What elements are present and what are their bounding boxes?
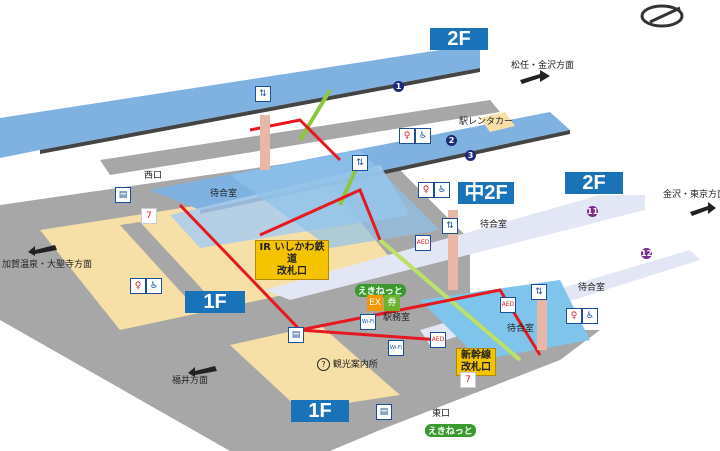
convenience-store-icon: 7 [141, 208, 157, 224]
platform-number: 1 [393, 81, 404, 92]
shinkansen-gate: 新幹線改札口 [456, 348, 496, 376]
tourist-info-label: ? 観光案内所 [317, 357, 378, 371]
direction-matto-kanazawa: 松任・金沢方面 [511, 61, 575, 71]
station-office-label: 駅務室 [383, 313, 411, 323]
waiting-room-label: 待合室 [210, 189, 238, 199]
gate-line: 新幹線 [461, 350, 491, 361]
east-exit-label: 東口 [432, 409, 451, 419]
wifi-icon: Wi-Fi [388, 340, 404, 356]
tourist-info-text: 観光案内所 [332, 360, 378, 370]
platform-number: 3 [465, 150, 476, 161]
gate-line: IR いしかわ鉄道 [259, 242, 325, 265]
floor-label-1f-bottom: 1F [291, 400, 349, 422]
wheelchair-icon: ♿ [146, 278, 162, 294]
shinkansen-area [420, 280, 590, 360]
elevator-icon: ⇅ [531, 284, 547, 300]
route-line [259, 187, 382, 241]
direction-fukui: 福井方面 [172, 376, 209, 386]
platform-number: 11 [587, 206, 599, 217]
elevator-icon: ⇅ [442, 218, 458, 234]
floor-label-2f: 2F [430, 28, 488, 50]
restroom-icon: ♀ [418, 182, 434, 198]
ekinet-badge: えきねっと [425, 424, 476, 437]
taxi-icon: ▤ [288, 327, 304, 343]
gate-line: 改札口 [461, 362, 491, 373]
floor-label-2f-right: 2F [565, 172, 623, 194]
ekinet-badge: えきねっと [355, 284, 406, 297]
compass-north-icon [640, 4, 684, 28]
wheelchair-icon: ♿ [434, 182, 450, 198]
elevator-icon: ⇅ [352, 155, 368, 171]
platform-number: 2 [446, 135, 457, 146]
platform-number: 12 [641, 248, 653, 259]
wheelchair-icon: ♿ [415, 128, 431, 144]
elevator-icon: ⇅ [255, 86, 271, 102]
floor-label-1f: 1F [185, 291, 245, 313]
waiting-room-label: 待合室 [507, 324, 535, 334]
arrow-kaga [28, 245, 57, 256]
restroom-icon: ♀ [399, 128, 415, 144]
floor-label-mid2f: 中2F [458, 182, 514, 204]
aed-icon: AED [415, 235, 431, 251]
ex-icon: EX [367, 295, 383, 311]
wifi-icon: Wi-Fi [360, 314, 376, 330]
bus-icon: ▤ [115, 187, 131, 203]
ir-ishikawa-gate: IR いしかわ鉄道改札口 [255, 240, 329, 280]
platform-1 [0, 50, 480, 158]
waiting-room-label: 待合室 [578, 283, 606, 293]
direction-kaga-daishoji: 加賀温泉・大聖寺方面 [2, 260, 93, 270]
waiting-area-1f-b [230, 325, 400, 410]
info-icon: ? [317, 358, 330, 371]
restroom-icon: ♀ [130, 278, 146, 294]
convenience-store-icon: 7 [460, 372, 476, 388]
rentacar-area [480, 112, 515, 132]
ticket-icon: 券 [384, 295, 400, 311]
arrow-matto [520, 70, 550, 84]
west-exit-label: 西口 [144, 171, 163, 181]
taxi-icon: ▤ [376, 404, 392, 420]
waiting-room-label: 待合室 [480, 220, 508, 230]
gate-line: 改札口 [277, 266, 307, 277]
mid-2f-lower [230, 150, 440, 248]
restroom-icon: ♀ [566, 308, 582, 324]
aed-icon: AED [500, 297, 516, 313]
wheelchair-icon: ♿ [582, 308, 598, 324]
aed-icon: AED [430, 332, 446, 348]
arrow-kanazawa [690, 202, 716, 216]
arrow-fukui [188, 366, 217, 377]
direction-kanazawa-tokyo: 金沢・東京方面 [663, 190, 720, 200]
rentacar-label: 駅レンタカー [459, 117, 514, 127]
